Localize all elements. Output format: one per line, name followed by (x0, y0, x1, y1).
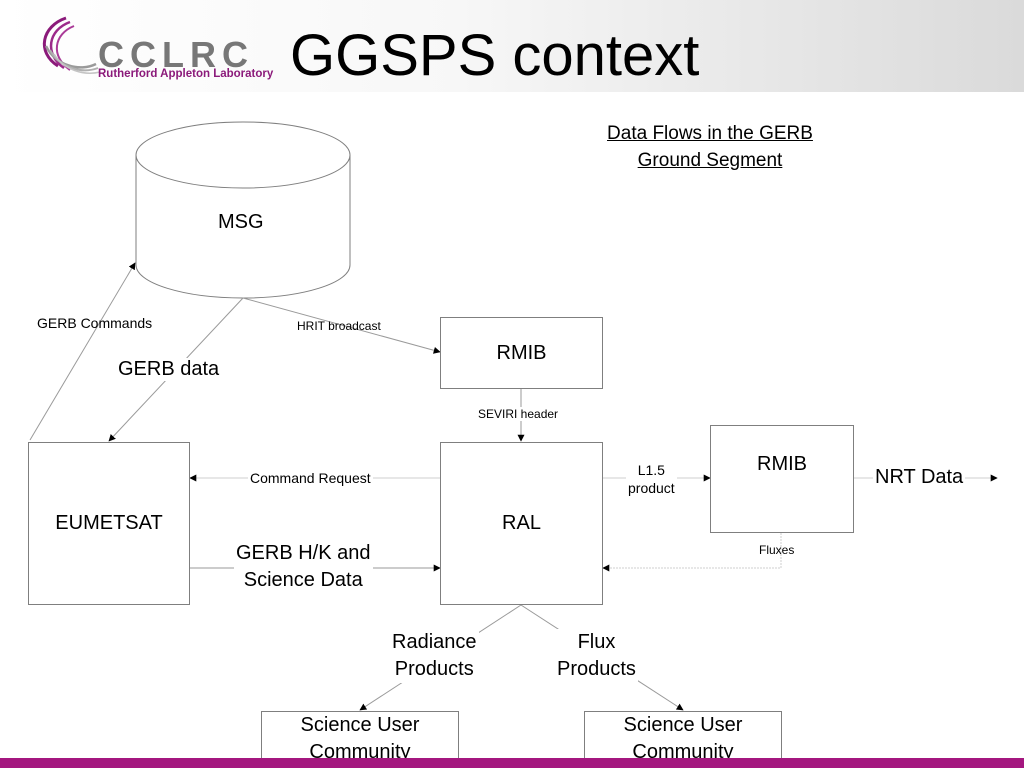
hrit-broadcast-arrow (242, 297, 441, 354)
science-user-left-box: Science User Community (261, 711, 459, 767)
nrt-data-label: NRT Data (873, 466, 966, 489)
command-request-label: Command Request (248, 470, 373, 486)
flux-products-line-1: Flux (577, 631, 616, 653)
science-user-left-line-2: Community (309, 741, 411, 763)
logo-subtitle: Rutherford Appleton Laboratory (98, 68, 274, 80)
diagram-caption: Data Flows in the GERB Ground Segment (570, 120, 850, 174)
gerb-hk-label: GERB H/K and Science Data (234, 540, 373, 594)
science-user-right-line-1: Science User (623, 714, 743, 736)
science-user-right-box: Science User Community (584, 711, 782, 767)
rmib-right-box: RMIB (710, 425, 854, 533)
logo-wordmark: CCLRC (98, 34, 254, 75)
l15-product-line-1: L1.5 (637, 462, 665, 478)
fluxes-arrow (602, 533, 782, 572)
rmib-right-label: RMIB (757, 452, 807, 475)
slide-header: CCLRC Rutherford Appleton Laboratory GGS… (0, 0, 1024, 92)
radiance-products-label: Radiance Products (390, 629, 479, 683)
radiance-products-line-2: Products (394, 658, 474, 680)
eumetsat-box: EUMETSAT (28, 442, 190, 605)
ral-box: RAL (440, 442, 603, 605)
msg-cylinder (135, 121, 351, 299)
gerb-commands-arrow (29, 262, 136, 441)
caption-line-1: Data Flows in the GERB (607, 123, 813, 144)
page-title: GGSPS context (290, 23, 700, 88)
ral-label: RAL (502, 512, 541, 534)
radiance-products-line-1: Radiance (392, 631, 477, 653)
l15-product-line-2: product (628, 480, 675, 496)
eumetsat-label: EUMETSAT (55, 512, 163, 534)
science-user-right-line-2: Community (632, 741, 734, 763)
rmib-top-label: RMIB (496, 341, 547, 364)
caption-line-2: Ground Segment (637, 150, 783, 171)
gerb-data-label: GERB data (116, 358, 222, 381)
bottom-accent-bar (0, 758, 1024, 768)
science-user-left-line-1: Science User (300, 714, 420, 736)
flux-products-line-2: Products (557, 658, 636, 680)
flux-products-label: Flux Products (555, 629, 638, 683)
gerb-hk-line-2: Science Data (243, 569, 363, 591)
hrit-broadcast-label: HRIT broadcast (297, 319, 381, 333)
gerb-hk-line-1: GERB H/K and (236, 542, 371, 564)
fluxes-label: Fluxes (759, 543, 795, 557)
seviri-header-label: SEVIRI header (476, 407, 561, 421)
cclrc-logo: CCLRC Rutherford Appleton Laboratory (36, 12, 286, 84)
l15-product-label: L1.5 product (626, 461, 677, 497)
gerb-commands-label: GERB Commands (37, 315, 153, 331)
msg-label: MSG (218, 211, 264, 233)
cclrc-swirl-icon (42, 16, 101, 74)
rmib-top-box: RMIB (440, 317, 603, 389)
